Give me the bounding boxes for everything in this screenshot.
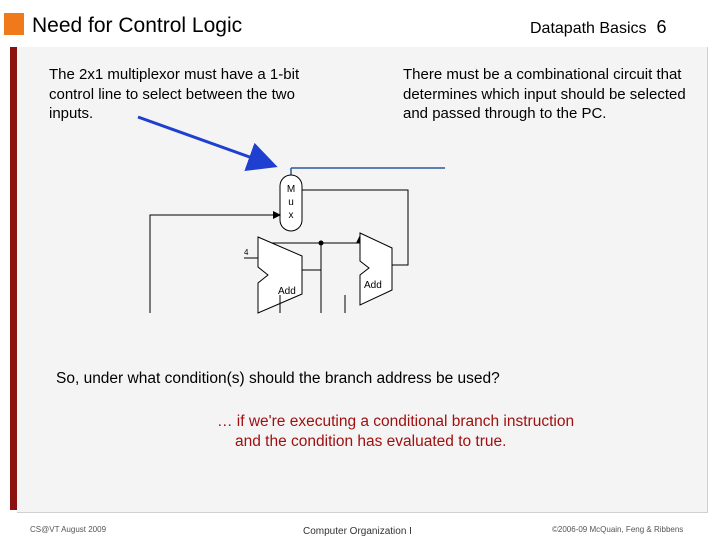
answer-line-1: … if we're executing a conditional branc… xyxy=(217,413,575,430)
title-accent-square xyxy=(4,13,24,35)
mux-letter-m: M xyxy=(287,184,295,195)
wire-pc-to-mux xyxy=(149,211,281,313)
left-adder xyxy=(257,236,303,314)
left-adder-label: Add xyxy=(278,286,296,297)
mux-body xyxy=(279,174,303,232)
left-accent-bar xyxy=(10,47,17,510)
footer-center: Computer Organization I xyxy=(303,526,412,537)
answer-line-2: and the condition has evaluated to true. xyxy=(235,433,507,450)
section-name: Datapath Basics xyxy=(530,20,647,37)
mux-letter-u: u xyxy=(288,197,294,208)
answer-text: … if we're executing a conditional branc… xyxy=(217,412,574,452)
slide-header-right: Datapath Basics 6 xyxy=(530,17,667,38)
question-text: So, under what condition(s) should the b… xyxy=(56,370,500,387)
right-adder-label: Add xyxy=(364,280,382,291)
note-combinational-circuit: There must be a combinational circuit th… xyxy=(403,66,686,122)
note-mux-control: The 2x1 multiplexor must have a 1-bit co… xyxy=(49,66,300,122)
slide-title: Need for Control Logic xyxy=(32,14,243,37)
mux-letter-x: x xyxy=(289,210,294,221)
right-adder xyxy=(359,232,393,306)
footer-right: ©2006-09 McQuain, Feng & Ribbens xyxy=(552,525,684,534)
footer-left: CS@VT August 2009 xyxy=(30,525,107,534)
wire-mux-output-loop xyxy=(302,189,409,266)
constant-four-label: 4 xyxy=(244,248,249,257)
page-number: 6 xyxy=(656,17,667,37)
annotation-arrow xyxy=(137,115,278,172)
